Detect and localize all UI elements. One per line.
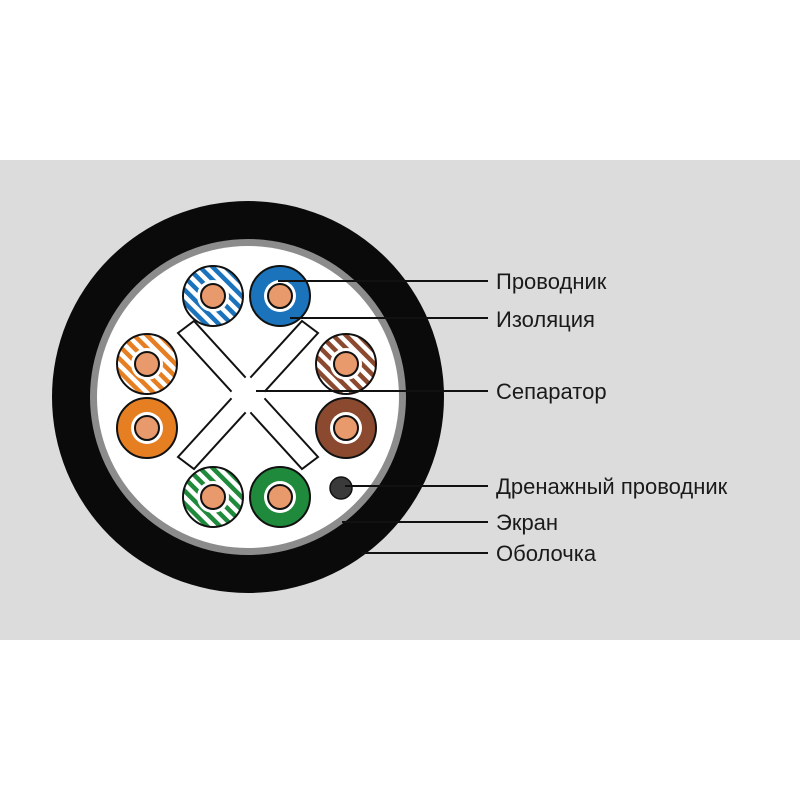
conductor-core <box>333 351 359 377</box>
conductor-core <box>267 283 293 309</box>
wire-blue <box>249 265 311 327</box>
wire-blue-white <box>182 265 244 327</box>
label-insulation: Изоляция <box>496 307 595 332</box>
wire-brown <box>315 397 377 459</box>
conductor-core <box>200 283 226 309</box>
conductor-core <box>267 484 293 510</box>
conductor-core <box>200 484 226 510</box>
wire-brown-white <box>315 333 377 395</box>
label-conductor: Проводник <box>496 269 607 294</box>
conductor-core <box>134 351 160 377</box>
wire-orange <box>116 397 178 459</box>
twisted-pairs <box>116 265 377 528</box>
conductor-core <box>333 415 359 441</box>
label-screen: Экран <box>496 510 558 535</box>
label-drain-wire: Дренажный проводник <box>496 474 728 499</box>
label-jacket: Оболочка <box>496 541 597 566</box>
cross-separator <box>176 319 320 471</box>
wire-orange-white <box>116 333 178 395</box>
drain-wire <box>329 476 353 500</box>
wire-green-white <box>182 466 244 528</box>
label-separator: Сепаратор <box>496 379 607 404</box>
conductor-core <box>134 415 160 441</box>
callout-lines <box>256 280 488 554</box>
wire-green <box>249 466 311 528</box>
callout-labels: Проводник Изоляция Сепаратор Дренажный п… <box>496 269 728 566</box>
